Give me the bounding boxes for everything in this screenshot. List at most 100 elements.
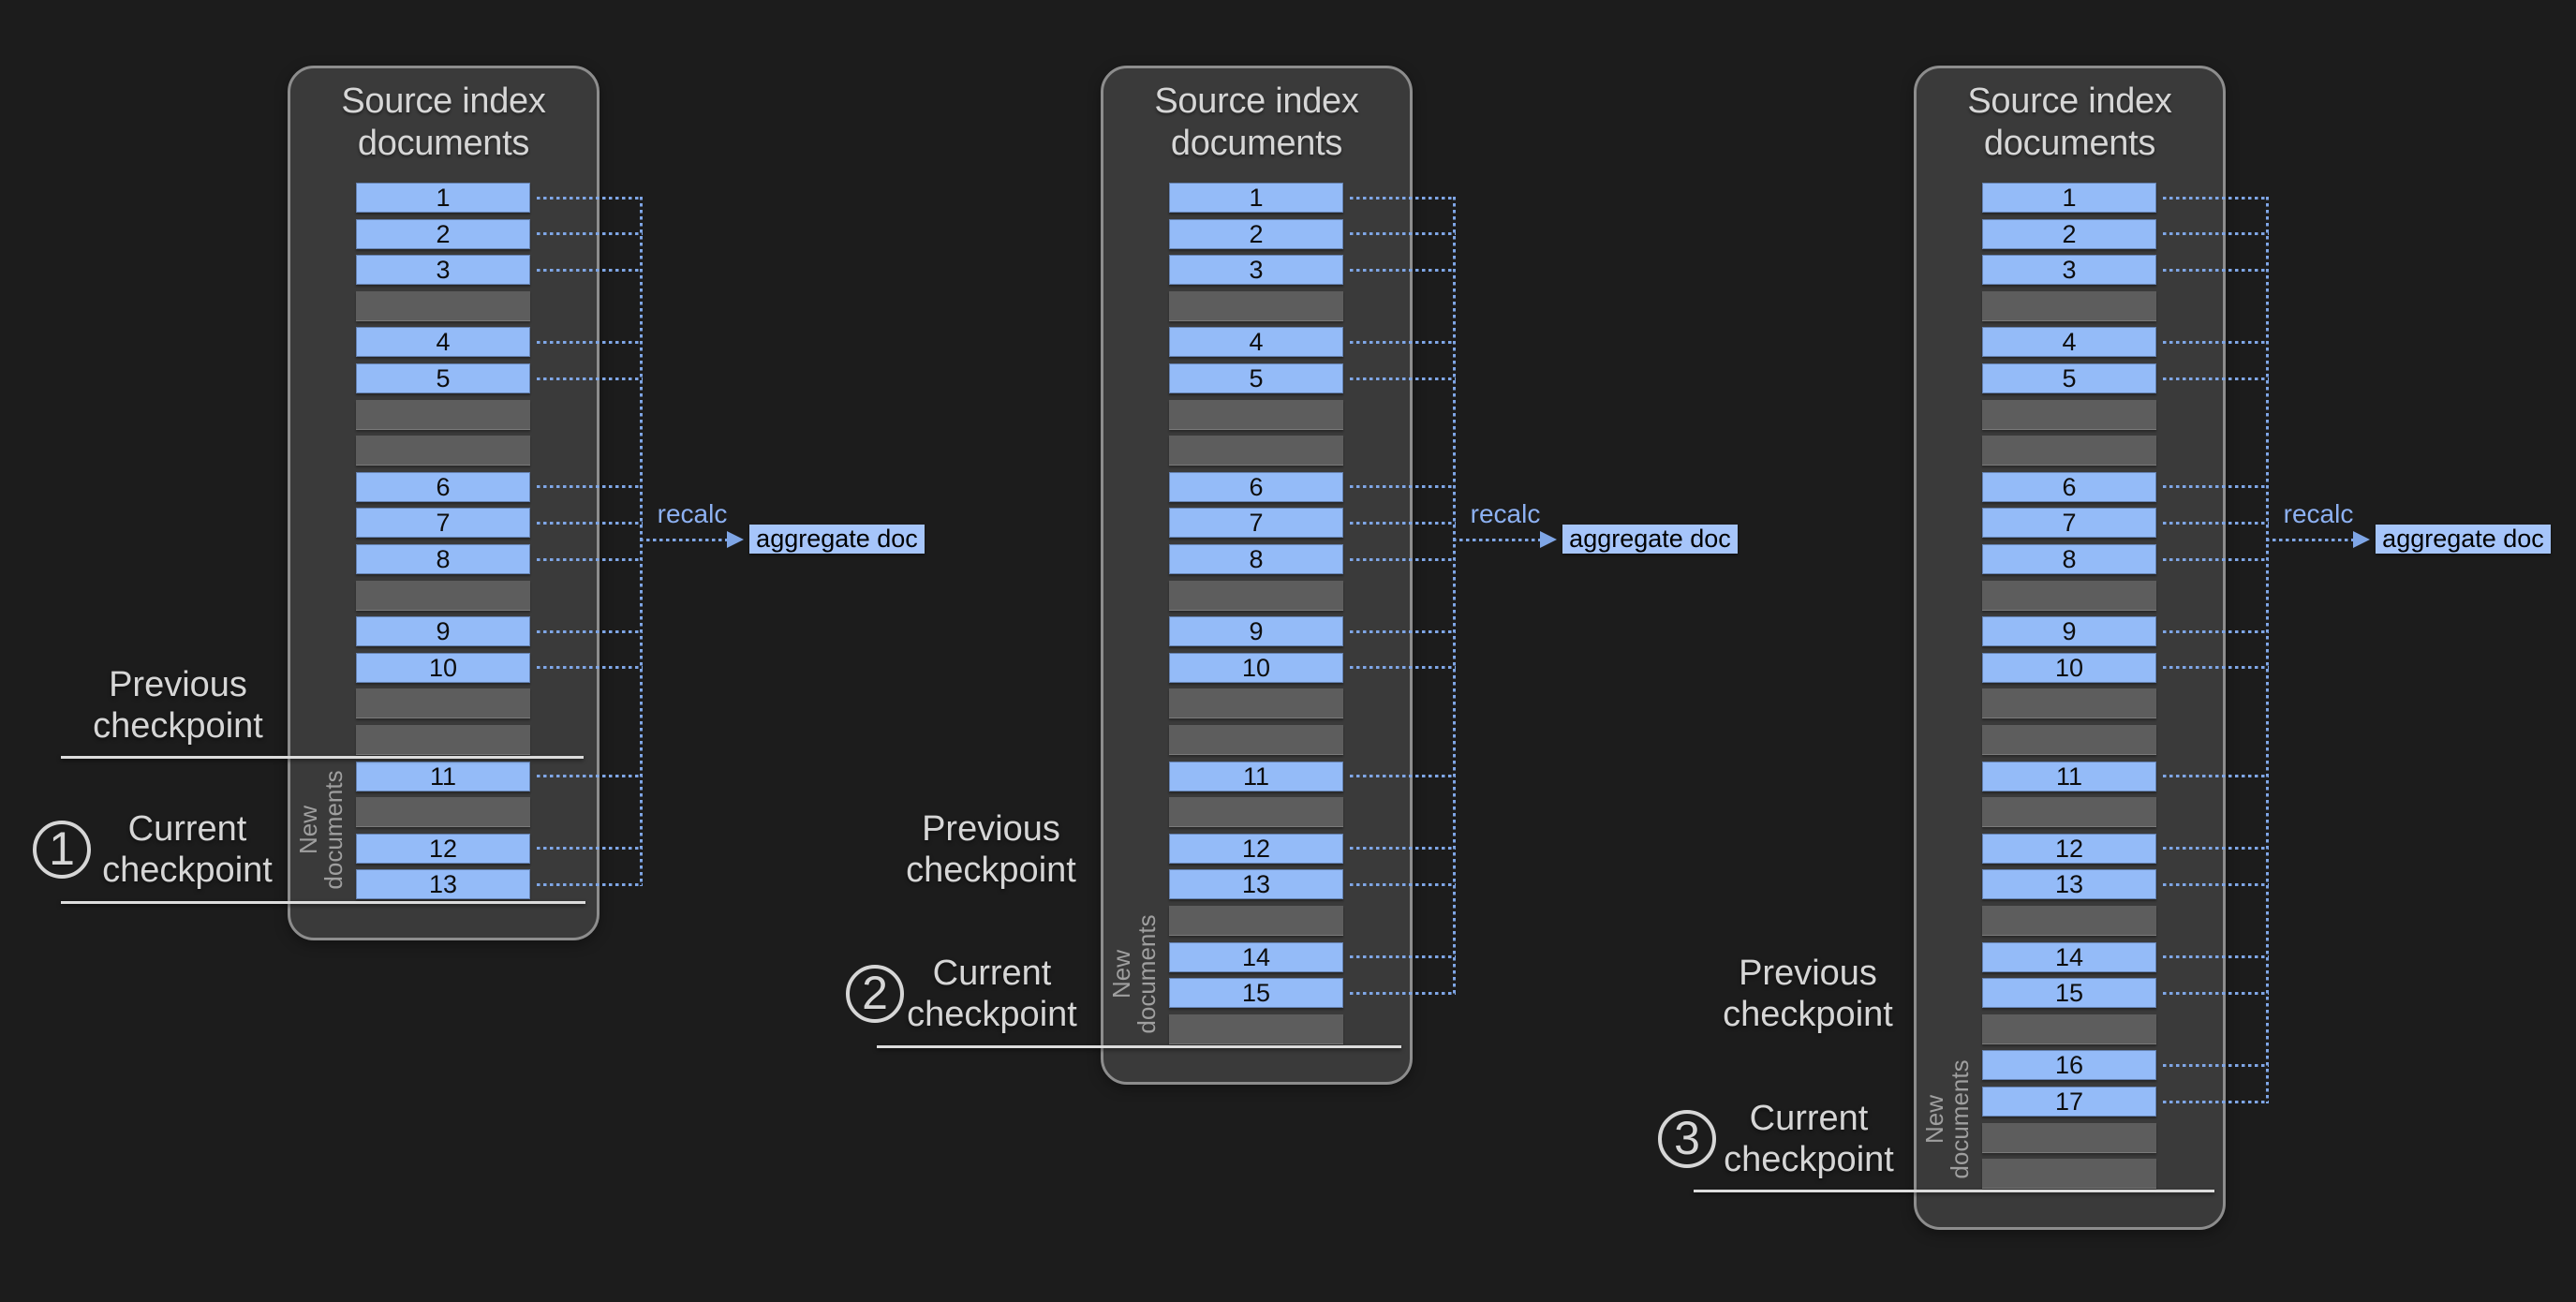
- doc-row: 12: [1169, 833, 1343, 864]
- doc-connector-line: [2163, 521, 2269, 525]
- connector-bracket-line: [1453, 196, 1456, 995]
- doc-connector-line: [1350, 775, 1456, 778]
- doc-row: 13: [1982, 869, 2156, 900]
- doc-row: 8: [1982, 544, 2156, 574]
- doc-connector-line: [537, 485, 643, 489]
- previous-checkpoint-label-line: checkpoint: [93, 705, 263, 746]
- doc-row: 9: [1169, 616, 1343, 647]
- recalc-arrowhead: [1540, 531, 1557, 548]
- doc-connector-line: [2163, 1100, 2269, 1103]
- doc-row: 1: [1982, 183, 2156, 213]
- doc-row: 6: [1982, 471, 2156, 502]
- doc-row: 2: [1982, 218, 2156, 249]
- doc-row: 12: [1982, 833, 2156, 864]
- doc-connector-line: [2163, 666, 2269, 670]
- recalc-label: recalc: [657, 499, 728, 528]
- recalc-arrow: [1453, 538, 1542, 541]
- empty-doc-row: [1169, 1013, 1343, 1044]
- aggregate-doc-box: aggregate doc: [749, 525, 925, 554]
- empty-doc-row: [356, 580, 530, 611]
- panel-title-line: Source index: [1967, 81, 2172, 121]
- doc-connector-line: [2163, 882, 2269, 886]
- empty-doc-row: [1982, 290, 2156, 321]
- current-checkpoint-label-line: checkpoint: [907, 995, 1077, 1035]
- doc-connector-line: [537, 196, 643, 200]
- recalc-arrowhead: [727, 531, 744, 548]
- empty-doc-row: [1982, 436, 2156, 466]
- current-checkpoint-label-line: Current: [1749, 1098, 1869, 1138]
- doc-connector-line: [1350, 377, 1456, 380]
- doc-row: 14: [1169, 941, 1343, 972]
- empty-doc-row: [1169, 797, 1343, 828]
- doc-connector-line: [537, 557, 643, 561]
- recalc-label: recalc: [2283, 499, 2354, 528]
- recalc-label: recalc: [1470, 499, 1541, 528]
- doc-connector-line: [2163, 268, 2269, 272]
- empty-doc-row: [356, 436, 530, 466]
- empty-doc-row: [1982, 1013, 2156, 1044]
- doc-row: 10: [1982, 652, 2156, 683]
- doc-connector-line: [537, 232, 643, 236]
- doc-connector-line: [537, 666, 643, 670]
- doc-row: 3: [356, 255, 530, 286]
- doc-connector-line: [537, 882, 643, 886]
- empty-doc-row: [1169, 436, 1343, 466]
- doc-connector-line: [1350, 991, 1456, 995]
- doc-connector-line: [2163, 377, 2269, 380]
- connector-bracket-line: [2266, 196, 2269, 1103]
- previous-checkpoint-label-line: checkpoint: [906, 851, 1076, 890]
- current-checkpoint-label-line: Current: [127, 809, 247, 849]
- doc-connector-line: [1350, 955, 1456, 959]
- panel-title-line: Source index: [1154, 81, 1359, 121]
- doc-connector-line: [537, 775, 643, 778]
- panel-title-line: Source index: [341, 81, 546, 121]
- doc-row: 15: [1982, 978, 2156, 1009]
- panel-title-line: documents: [357, 124, 530, 163]
- doc-row: 3: [1982, 255, 2156, 286]
- doc-row: 5: [356, 363, 530, 393]
- doc-row: 8: [356, 544, 530, 574]
- doc-row: 4: [1169, 327, 1343, 358]
- empty-doc-row: [1982, 1122, 2156, 1153]
- doc-row: 2: [356, 218, 530, 249]
- previous-checkpoint-label-line: Previous: [922, 809, 1060, 849]
- doc-connector-line: [537, 377, 643, 380]
- doc-row: 15: [1169, 978, 1343, 1009]
- current-checkpoint-label-line: checkpoint: [102, 851, 273, 890]
- doc-connector-line: [1350, 485, 1456, 489]
- current-checkpoint-label-line: Current: [932, 954, 1052, 994]
- empty-doc-row: [1982, 580, 2156, 611]
- doc-connector-line: [1350, 196, 1456, 200]
- recalc-arrow: [2266, 538, 2355, 541]
- doc-row: 10: [356, 652, 530, 683]
- doc-row: 2: [1169, 218, 1343, 249]
- empty-doc-row: [1982, 399, 2156, 430]
- doc-row: 14: [1982, 941, 2156, 972]
- recalc-arrow: [640, 538, 729, 541]
- empty-doc-row: [1169, 906, 1343, 936]
- empty-doc-row: [356, 688, 530, 719]
- doc-row: 6: [1169, 471, 1343, 502]
- doc-connector-line: [1350, 268, 1456, 272]
- checkpoint-number-badge: 2: [846, 965, 904, 1024]
- doc-connector-line: [537, 629, 643, 633]
- checkpoint-number-badge: 1: [33, 821, 91, 879]
- doc-row: 5: [1169, 363, 1343, 393]
- doc-row: 11: [356, 761, 530, 792]
- doc-row: 11: [1169, 761, 1343, 792]
- doc-row: 11: [1982, 761, 2156, 792]
- panel-title-line: documents: [1983, 124, 2156, 163]
- checkpoint-line: [61, 900, 585, 904]
- doc-row: 13: [1169, 869, 1343, 900]
- previous-checkpoint-label-line: Previous: [109, 664, 247, 704]
- doc-row: 7: [1982, 508, 2156, 539]
- doc-connector-line: [1350, 340, 1456, 344]
- current-checkpoint-label-line: checkpoint: [1724, 1139, 1894, 1179]
